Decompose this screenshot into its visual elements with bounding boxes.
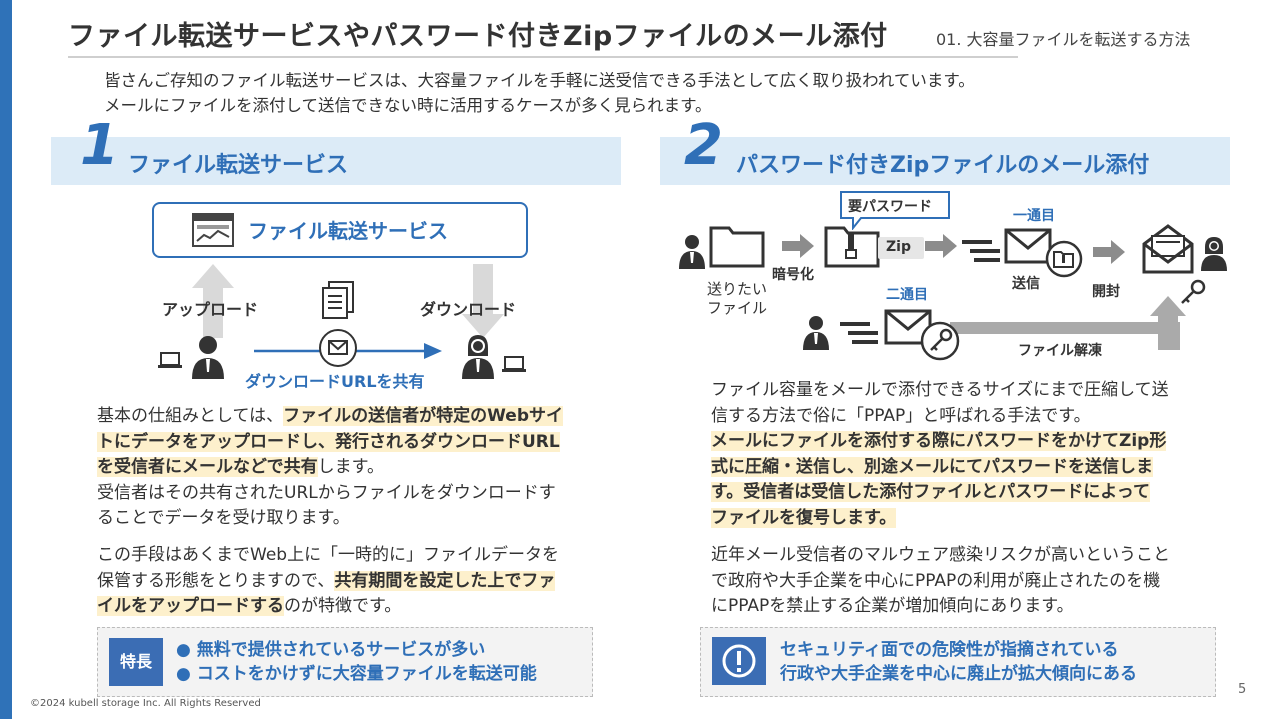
decrypt-label: ファイル解凍: [1018, 343, 1102, 359]
laptop-icon: [502, 356, 526, 372]
text-line: ファイル: [706, 299, 767, 317]
send-label: 送信: [1012, 276, 1040, 292]
attached-file-icon: [1045, 240, 1083, 278]
text-line: 信する方法で俗に「PPAP」と呼ばれる手法です。: [711, 405, 1091, 426]
highlight-text: メールにファイルを添付する際にパスワードをかけてZip形: [711, 431, 1167, 451]
sender-person-icon: [192, 336, 224, 379]
laptop-icon: [158, 352, 182, 368]
highlight-text: ファイルの送信者が特定のWebサイ: [283, 406, 563, 426]
arrow-right-icon: [782, 234, 814, 258]
page-subtitle: 01. 大容量ファイルを転送する方法: [936, 30, 1191, 49]
highlight-text: 式に圧縮・送信し、別途メールにてパスワードを送信しま: [711, 456, 1153, 477]
section-1-title: ファイル転送サービス: [128, 153, 349, 178]
text-line: 近年メール受信者のマルウェア感染リスクが高いということ: [711, 545, 1170, 565]
zip-badge: [878, 237, 924, 259]
section-1-paragraph-2: この手段はあくまでWeb上に「一時的に」ファイルデータを 保管する形態をとります…: [97, 543, 617, 620]
text-span: 保管する形態をとりますので、: [97, 570, 335, 591]
text-span: のが特徴です。: [284, 596, 402, 616]
section-1-number: 1: [80, 113, 119, 178]
mail-icon: [319, 329, 357, 367]
title-divider: [68, 56, 1018, 58]
page-number: 5: [1238, 682, 1247, 697]
copyright: ©2024 kubell storage Inc. All Rights Res…: [30, 698, 261, 709]
feature-list: ● 無料で提供されているサービスが多い ● コストをかけずに大容量ファイルを転送…: [176, 638, 537, 686]
intro-line-2: メールにファイルを添付して送信できない時に活用するケースが多く見られます。: [104, 96, 712, 115]
warning-box: [700, 627, 1216, 697]
password-bubble: [840, 191, 950, 230]
document-icon: [322, 281, 354, 319]
feature-item-1: ● 無料で提供されているサービスが多い: [176, 640, 486, 660]
password-key-icon: [920, 321, 960, 361]
arrow-right-icon: [925, 234, 957, 258]
encrypt-label: 暗号化: [772, 267, 814, 283]
highlight-text: す。受信者は受信した添付ファイルとパスワードによって: [711, 482, 1150, 502]
exclamation-icon: [722, 644, 756, 678]
mail-icon: [1004, 228, 1052, 264]
receiver-person-icon: [462, 335, 494, 379]
second-mail-label: 二通目: [886, 287, 928, 303]
intro-line-1: 皆さんご存知のファイル転送サービスは、大容量ファイルを手軽に送受信できる手法とし…: [104, 71, 975, 90]
text-line: 受信者はその共有されたURLからファイルをダウンロードす: [97, 482, 556, 503]
text-line: 送りたい: [706, 280, 767, 298]
feature-box: [97, 627, 593, 697]
text-line: ファイル容量をメールで添付できるサイズにまで圧縮して送: [711, 380, 1169, 400]
sender-person-icon: [803, 316, 829, 350]
sender-person-icon: [679, 235, 705, 269]
section-1-paragraph-1: 基本の仕組みとしては、ファイルの送信者が特定のWebサイ トにデータをアップロー…: [97, 404, 617, 532]
feature-badge: 特長: [109, 638, 163, 686]
browser-window-icon: [192, 213, 234, 247]
decrypt-arrow: [950, 296, 1186, 350]
file-to-send-label: 送りたい ファイル: [704, 280, 770, 318]
section-2-paragraph-2: 近年メール受信者のマルウェア感染リスクが高いということ で政府や大手企業を中心に…: [711, 543, 1221, 620]
download-arrow-icon: [462, 264, 504, 338]
section-2-paragraph-1: ファイル容量をメールで添付できるサイズにまで圧縮して送 信する方法で俗に「PPA…: [711, 378, 1221, 531]
highlight-text: イルをアップロードする: [97, 596, 284, 616]
section-2-title: パスワード付きZipファイルのメール添付: [736, 153, 1150, 178]
highlight-text: を受信者にメールなどで共有: [97, 457, 318, 477]
section-1-header: [51, 137, 621, 185]
upload-arrow-icon: [192, 264, 234, 338]
intro-text: 皆さんご存知のファイル転送サービスは、大容量ファイルを手軽に送受信できる手法とし…: [104, 68, 975, 118]
password-required-label: 要パスワード: [848, 199, 932, 215]
feature-item-2: ● コストをかけずに大容量ファイルを転送可能: [176, 664, 537, 684]
highlight-text: トにデータをアップロードし、発行されるダウンロードURL: [97, 431, 560, 452]
key-icon: [1181, 279, 1206, 304]
highlight-text: 共有期間を設定した上でファ: [334, 570, 556, 591]
text-line: にPPAPを禁止する企業が増加傾向にあります。: [711, 596, 1074, 616]
service-box-label: ファイル転送サービス: [248, 219, 448, 243]
upload-label: アップロード: [162, 300, 259, 319]
text-line: ることでデータを受け取ります。: [97, 508, 350, 528]
section-2-number: 2: [684, 113, 723, 178]
share-url-label: ダウンロードURLを共有: [245, 372, 425, 391]
zip-label: Zip: [886, 239, 911, 255]
text-line: で政府や大手企業を中心にPPAPの利用が廃止されたのを機: [711, 570, 1161, 591]
highlight-text: ファイルを復号します。: [711, 507, 897, 528]
warning-item-2: 行政や大手企業を中心に廃止が拡大傾向にある: [780, 664, 1137, 684]
speed-lines-icon: [840, 322, 878, 344]
receiver-person-icon: [1201, 237, 1227, 271]
download-label: ダウンロード: [420, 300, 517, 319]
left-accent-strip: [0, 0, 12, 719]
folder-icon: [709, 226, 765, 268]
section-2-header: [660, 137, 1230, 185]
page-title: ファイル転送サービスやパスワード付きZipファイルのメール添付: [68, 21, 888, 52]
open-label: 開封: [1092, 284, 1120, 300]
arrow-right-icon: [1093, 240, 1125, 264]
speed-lines-icon: [962, 240, 1000, 262]
text-span: します。: [317, 457, 384, 477]
open-mail-icon: [1142, 224, 1194, 274]
warning-item-1: セキュリティ面での危険性が指摘されている: [780, 640, 1119, 660]
first-mail-label: 一通目: [1013, 208, 1055, 224]
zip-folder-icon: [824, 226, 880, 268]
text-line: この手段はあくまでWeb上に「一時的に」ファイルデータを: [97, 545, 560, 565]
text-span: 基本の仕組みとしては、: [97, 406, 284, 426]
warning-list: セキュリティ面での危険性が指摘されている 行政や大手企業を中心に廃止が拡大傾向に…: [780, 638, 1137, 686]
